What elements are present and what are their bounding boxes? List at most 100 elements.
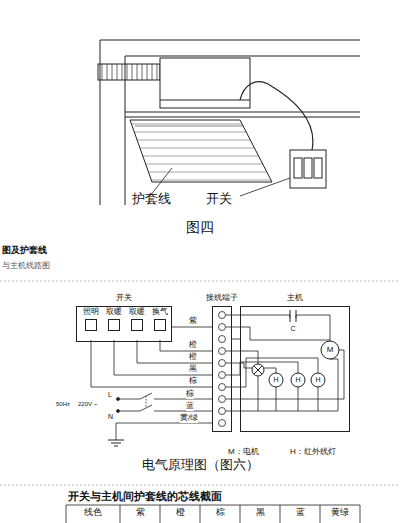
table-grid bbox=[160, 505, 161, 523]
wire bbox=[114, 340, 212, 375]
table-grid bbox=[280, 505, 281, 523]
terminal-circle bbox=[219, 348, 226, 355]
table-grid bbox=[320, 505, 321, 523]
fan-housing bbox=[160, 100, 250, 101]
terminal-circle bbox=[219, 312, 226, 319]
supply-wire bbox=[154, 411, 212, 412]
fan-housing bbox=[160, 58, 250, 108]
heading: 开关 bbox=[116, 294, 132, 303]
terminal-circle bbox=[219, 324, 226, 331]
separator bbox=[0, 281, 400, 485]
separator bbox=[0, 485, 400, 486]
heater-symbol bbox=[291, 373, 305, 387]
symbol-letter: M bbox=[327, 346, 334, 355]
fan-duct bbox=[98, 64, 160, 80]
table-heading: 开关与主机间护套线的芯线截面 bbox=[68, 490, 222, 502]
switch-symbol bbox=[108, 319, 120, 331]
symbol-letter: H bbox=[273, 376, 278, 384]
supply-wire bbox=[116, 393, 212, 440]
wire-color: 橙 bbox=[188, 353, 198, 362]
switch-panel: 开关照明取暖取暖换气 bbox=[76, 306, 172, 342]
motor-symbol bbox=[321, 341, 339, 359]
wire bbox=[226, 315, 290, 318]
table-cell: 紫 bbox=[136, 508, 145, 518]
switch: 换气 bbox=[149, 308, 171, 340]
supply-wire bbox=[117, 398, 120, 401]
heater-symbol bbox=[311, 373, 325, 387]
ground-symbol bbox=[108, 440, 124, 446]
wire bbox=[232, 339, 240, 340]
table-cell: 棕 bbox=[216, 508, 225, 518]
switch-label: 取暖 bbox=[126, 308, 148, 317]
main-unit: 主机 bbox=[240, 306, 350, 432]
heading: 接线端子 bbox=[206, 294, 238, 303]
symbol-letter: C bbox=[290, 325, 295, 333]
terminal-circle bbox=[219, 396, 226, 403]
ground-symbol bbox=[108, 440, 124, 441]
grille-panel bbox=[130, 120, 272, 182]
leader-line bbox=[240, 178, 290, 196]
fan-housing bbox=[160, 58, 250, 108]
wire bbox=[258, 376, 259, 411]
wire-color: 蓝 bbox=[186, 402, 194, 411]
section-heading: 图及护套线 bbox=[2, 246, 47, 256]
table-cell: 线色 bbox=[84, 508, 102, 518]
ceiling bbox=[125, 56, 360, 57]
switch-symbol bbox=[154, 319, 166, 331]
legend-note: H：红外线灯 bbox=[290, 448, 336, 457]
terminal-block: 接线端子 bbox=[212, 306, 232, 432]
switch-box bbox=[314, 158, 322, 178]
switch-box bbox=[290, 150, 326, 188]
terminal-circle bbox=[219, 384, 226, 391]
ceiling bbox=[100, 40, 360, 41]
heater-symbol bbox=[269, 373, 283, 387]
wire-color: 橙 bbox=[188, 341, 198, 350]
supply-wire bbox=[154, 399, 212, 400]
switch-label: 照明 bbox=[80, 308, 102, 317]
wire-color: 黑 bbox=[188, 365, 198, 374]
wire bbox=[91, 340, 212, 387]
section-heading: 与主机线路图 bbox=[2, 262, 50, 271]
wire bbox=[276, 387, 277, 411]
separator bbox=[0, 281, 400, 282]
switch-box bbox=[304, 158, 312, 178]
grille-panel bbox=[135, 126, 244, 127]
table-grid bbox=[200, 505, 201, 523]
legend-note: M：电机 bbox=[228, 448, 259, 457]
wire bbox=[298, 387, 299, 411]
grille-panel bbox=[130, 120, 272, 182]
ceiling bbox=[125, 112, 360, 113]
terminal-circle bbox=[219, 312, 226, 427]
table-grid bbox=[360, 505, 361, 523]
ground-symbol bbox=[111, 443, 121, 444]
wire bbox=[226, 327, 330, 340]
wire bbox=[226, 359, 338, 411]
lamp-symbol bbox=[252, 364, 264, 376]
terminal-circle bbox=[219, 360, 226, 367]
wire bbox=[172, 327, 212, 328]
lamp-symbol bbox=[254, 366, 262, 374]
motor-symbol bbox=[321, 341, 339, 359]
wire bbox=[296, 315, 330, 341]
supply-wire bbox=[118, 411, 140, 412]
wire bbox=[137, 340, 212, 363]
capacitor-symbol bbox=[296, 310, 297, 322]
part-name: 开关 bbox=[206, 192, 232, 206]
ground-symbol bbox=[114, 446, 118, 447]
wire bbox=[226, 315, 344, 411]
wire-color: 黄/绿 bbox=[180, 414, 198, 423]
table-cell: 黄绿 bbox=[331, 508, 349, 518]
switch-box bbox=[290, 150, 326, 188]
pin-name: L bbox=[108, 391, 112, 399]
wire bbox=[226, 363, 276, 373]
part-name: 护套线 bbox=[132, 192, 171, 206]
cable bbox=[240, 82, 313, 150]
supply-wire bbox=[118, 399, 140, 400]
pin-name: N bbox=[108, 413, 113, 421]
wire-color: 棕 bbox=[186, 390, 194, 399]
terminal-circle bbox=[219, 420, 226, 427]
supply-wire bbox=[116, 423, 212, 440]
switch-label: 换气 bbox=[149, 308, 171, 317]
figure-number: 图四 bbox=[186, 220, 214, 235]
